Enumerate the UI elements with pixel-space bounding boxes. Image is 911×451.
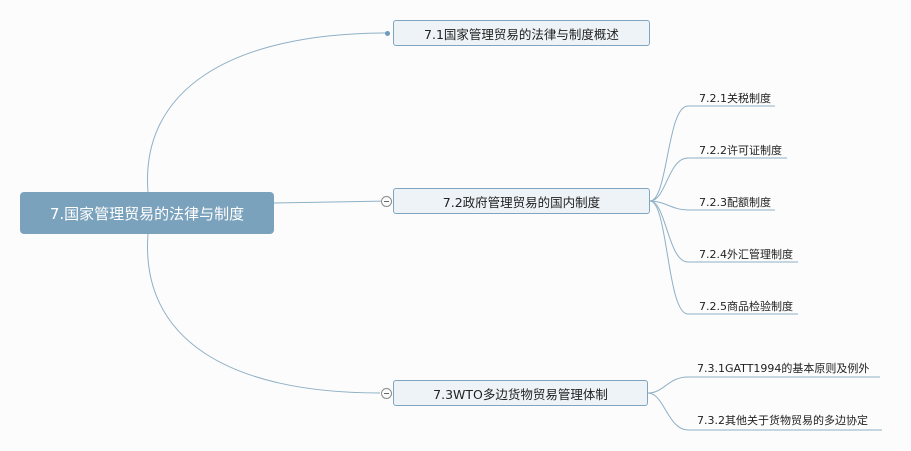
- collapse-7-2-button[interactable]: [381, 196, 392, 207]
- connector-7-2-to-7-2-2: [649, 157, 787, 202]
- connector-root-to-7-3: [147, 233, 381, 394]
- connector-7-2-to-7-2-5: [649, 200, 798, 315]
- connector-root-to-7-2: [273, 200, 389, 204]
- connector-7-2-to-7-2-1: [649, 105, 775, 202]
- branch-topic-label: 7.2政府管理贸易的国内制度: [442, 194, 601, 210]
- subtopic-7-2-4[interactable]: 7.2.4外汇管理制度: [699, 248, 793, 261]
- branch-topic-7-3[interactable]: 7.3WTO多边货物贸易管理体制: [393, 380, 648, 406]
- subtopic-7-2-5[interactable]: 7.2.5商品检验制度: [699, 300, 793, 313]
- root-topic-label: 7.国家管理贸易的法律与制度: [49, 204, 245, 223]
- connector-7-3-to-7-3-2: [647, 392, 882, 431]
- subtopic-7-2-3[interactable]: 7.2.3配额制度: [699, 196, 771, 209]
- subtopic-7-3-2[interactable]: 7.3.2其他关于货物贸易的多边协定: [697, 414, 868, 427]
- root-topic[interactable]: 7.国家管理贸易的法律与制度: [20, 192, 274, 234]
- subtopic-7-2-2[interactable]: 7.2.2许可证制度: [699, 144, 782, 157]
- branch-topic-7-2[interactable]: 7.2政府管理贸易的国内制度: [393, 188, 650, 214]
- connector-7-2-to-7-2-4: [649, 200, 798, 263]
- branch-topic-label: 7.1国家管理贸易的法律与制度概述: [424, 26, 619, 42]
- branch-topic-label: 7.3WTO多边货物贸易管理体制: [433, 386, 608, 402]
- branch-7-1-endpoint-dot: [385, 31, 390, 36]
- branch-topic-7-1[interactable]: 7.1国家管理贸易的法律与制度概述: [393, 20, 650, 46]
- connector-7-3-to-7-3-1: [647, 376, 880, 394]
- collapse-7-3-button[interactable]: [381, 388, 392, 399]
- subtopic-7-3-1[interactable]: 7.3.1GATT1994的基本原则及例外: [697, 362, 870, 375]
- connector-7-2-to-7-2-3: [649, 200, 775, 211]
- subtopic-7-2-1[interactable]: 7.2.1关税制度: [699, 92, 771, 105]
- connector-root-to-7-1: [147, 32, 389, 193]
